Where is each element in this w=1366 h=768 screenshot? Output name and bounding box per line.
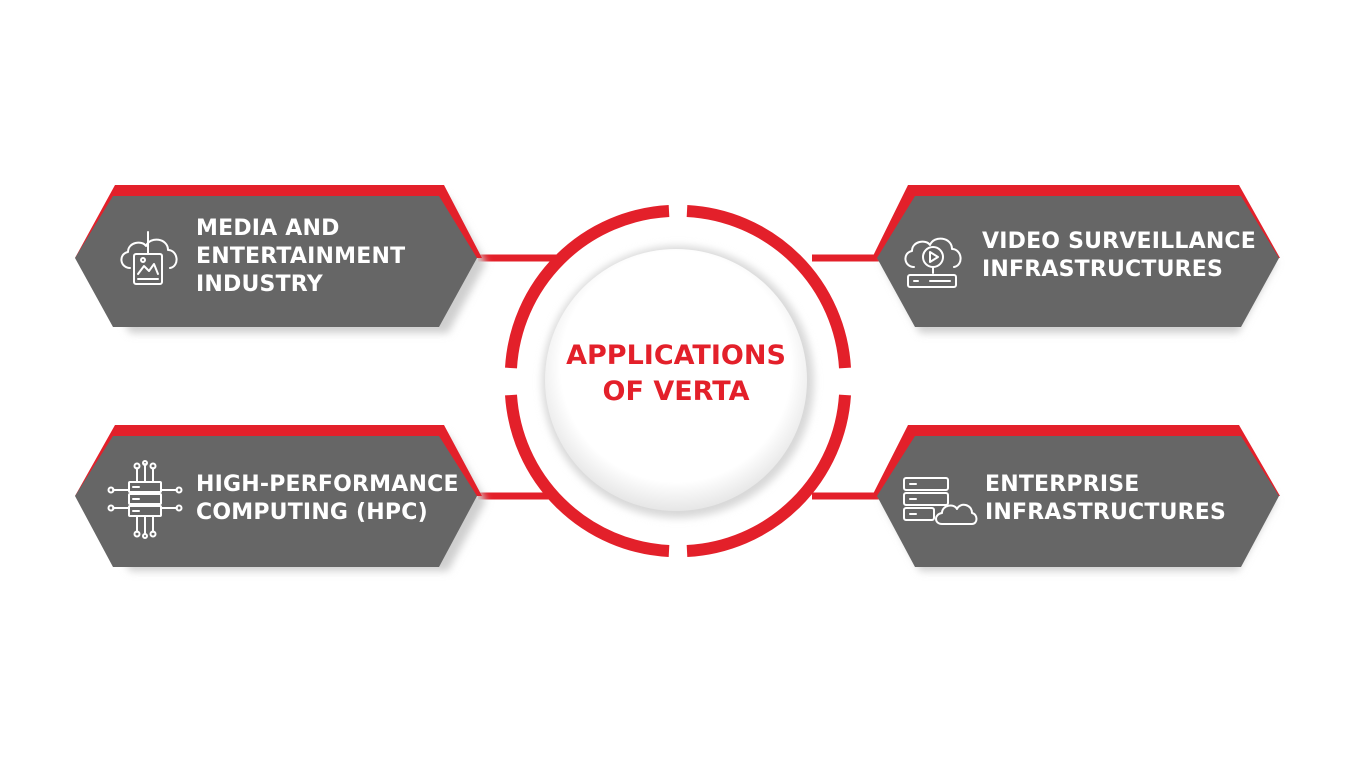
center-hub xyxy=(505,205,851,557)
node-video-box xyxy=(877,196,1279,327)
node-media-line-1: MEDIA AND xyxy=(196,216,340,241)
node-video-line-2: INFRASTRUCTURES xyxy=(982,257,1224,282)
node-video xyxy=(872,185,1280,333)
node-hpc-line-1: HIGH-PERFORMANCE xyxy=(196,472,459,497)
center-title: APPLICATIONS OF VERTA xyxy=(545,338,807,410)
node-enterprise xyxy=(872,425,1280,571)
node-hpc-label: HIGH-PERFORMANCE COMPUTING (HPC) xyxy=(196,471,459,527)
node-media-accent xyxy=(75,185,482,258)
node-hpc-line-2: COMPUTING (HPC) xyxy=(196,500,428,525)
node-enterprise-label: ENTERPRISE INFRASTRUCTURES xyxy=(985,471,1226,527)
center-title-line-2: OF VERTA xyxy=(602,376,750,407)
center-ring xyxy=(505,205,851,557)
ring-segment-bottom-left xyxy=(505,394,670,557)
cloud-video-icon xyxy=(904,237,962,288)
node-media-line-2: ENTERTAINMENT xyxy=(196,244,406,269)
node-media xyxy=(75,185,486,333)
node-hpc-box xyxy=(75,436,477,567)
node-media-box xyxy=(75,196,477,327)
server-cloud-icon xyxy=(903,477,978,525)
node-video-accent xyxy=(872,185,1280,258)
node-media-line-3: INDUSTRY xyxy=(196,272,323,297)
cloud-image-icon xyxy=(120,231,178,285)
node-enterprise-box xyxy=(877,436,1279,567)
node-hpc-accent xyxy=(75,425,482,496)
node-enterprise-accent xyxy=(872,425,1280,496)
ring-segment-top-left xyxy=(505,205,670,369)
server-circuit-icon xyxy=(107,460,183,539)
ring-segment-bottom-right xyxy=(686,394,851,557)
node-video-label: VIDEO SURVEILLANCE INFRASTRUCTURES xyxy=(982,228,1256,284)
node-enterprise-line-2: INFRASTRUCTURES xyxy=(985,500,1227,525)
node-hpc xyxy=(75,425,486,571)
node-enterprise-line-1: ENTERPRISE xyxy=(985,472,1140,497)
node-media-label: MEDIA AND ENTERTAINMENT INDUSTRY xyxy=(196,215,405,299)
center-title-line-1: APPLICATIONS xyxy=(566,340,786,371)
center-circle xyxy=(545,249,807,511)
ring-segment-top-right xyxy=(686,205,851,369)
node-video-line-1: VIDEO SURVEILLANCE xyxy=(982,229,1257,254)
